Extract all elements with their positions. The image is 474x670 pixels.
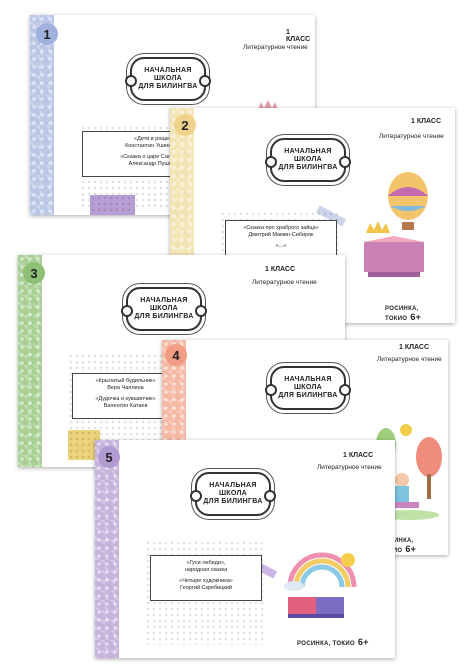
subject-label: Литературное чтение xyxy=(379,133,444,140)
book-list: «Сказка про храброго зайца» Дмитрий Мами… xyxy=(225,220,337,259)
cover-number-badge: 1 xyxy=(36,23,58,45)
publisher-name: РОСИНКА, ТОКИО xyxy=(297,641,355,647)
grade-label: 1 КЛАСС xyxy=(411,118,442,125)
series-title-line: НАЧАЛЬНАЯ xyxy=(140,297,188,304)
purple-pattern xyxy=(90,195,135,215)
age-rating: 6+ xyxy=(357,637,369,647)
book-entry: «Гуси-лебеди», народная сказка xyxy=(184,560,228,573)
book-entry: «Дети в роще» Константин Ушинский xyxy=(125,136,181,149)
grade-label: 1 КЛАСС xyxy=(265,266,296,273)
series-title-line: НАЧАЛЬНАЯ xyxy=(284,376,332,383)
series-title-line: ШКОЛА xyxy=(149,305,179,312)
crown-illustration xyxy=(258,97,278,110)
rainbow-and-books-illustration xyxy=(280,542,365,627)
book-list: «Крылатый будильник» Вера Чаплина «Дудоч… xyxy=(72,373,179,419)
series-title-line: ШКОЛА xyxy=(293,384,323,391)
hot-air-balloon-illustration xyxy=(358,168,428,288)
publisher-name: РОСИНКА, ТОКИО xyxy=(385,306,419,322)
book-entry: «Дудочка и кувшинчик» Валентин Катаев xyxy=(95,396,156,409)
grade-label: 1 КЛАСС xyxy=(399,344,430,351)
series-title-line: ДЛЯ БИЛИНГВА xyxy=(203,498,263,505)
grade-label: 1 КЛАСС xyxy=(286,29,311,43)
subject-label: Литературное чтение xyxy=(317,464,382,471)
series-title-line: НАЧАЛЬНАЯ xyxy=(209,482,257,489)
series-title-line: ДЛЯ БИЛИНГВА xyxy=(138,83,198,90)
cover-number-badge: 4 xyxy=(165,344,187,366)
series-title-line: ШКОЛА xyxy=(293,156,323,163)
series-title-line: ДЛЯ БИЛИНГВА xyxy=(134,313,194,320)
book-entry: «Крылатый будильник» Вера Чаплина xyxy=(95,378,156,391)
cover-number-badge: 2 xyxy=(174,114,196,136)
cover-number-badge: 3 xyxy=(23,262,45,284)
cover-strip xyxy=(18,255,42,467)
grade-label: 1 КЛАСС xyxy=(343,452,374,459)
cover-number-badge: 5 xyxy=(98,446,120,468)
age-rating: 6+ xyxy=(410,312,422,322)
age-rating: 6+ xyxy=(405,544,417,554)
book-entry: «Четыре художника» Георгий Скребицкий xyxy=(179,578,233,591)
book-entry: «...» xyxy=(275,243,287,249)
series-title-line: НАЧАЛЬНАЯ xyxy=(144,67,192,74)
cover-strip xyxy=(30,15,54,215)
series-title-line: НАЧАЛЬНАЯ xyxy=(284,148,332,155)
subject-label: Литературное чтение xyxy=(252,279,317,286)
series-title-line: ШКОЛА xyxy=(153,75,183,82)
series-title-line: ШКОЛА xyxy=(218,490,248,497)
cover-strip xyxy=(95,440,119,658)
subject-label: Литературное чтение xyxy=(243,44,308,51)
yellow-pattern xyxy=(68,430,100,460)
book-entry: «Сказка про храброго зайца» Дмитрий Мами… xyxy=(243,225,319,238)
series-title-line: ДЛЯ БИЛИНГВА xyxy=(278,164,338,171)
subject-label: Литературное чтение xyxy=(377,356,442,363)
book-list: «Гуси-лебеди», народная сказка «Четыре х… xyxy=(150,555,262,601)
series-title-line: ДЛЯ БИЛИНГВА xyxy=(278,392,338,399)
